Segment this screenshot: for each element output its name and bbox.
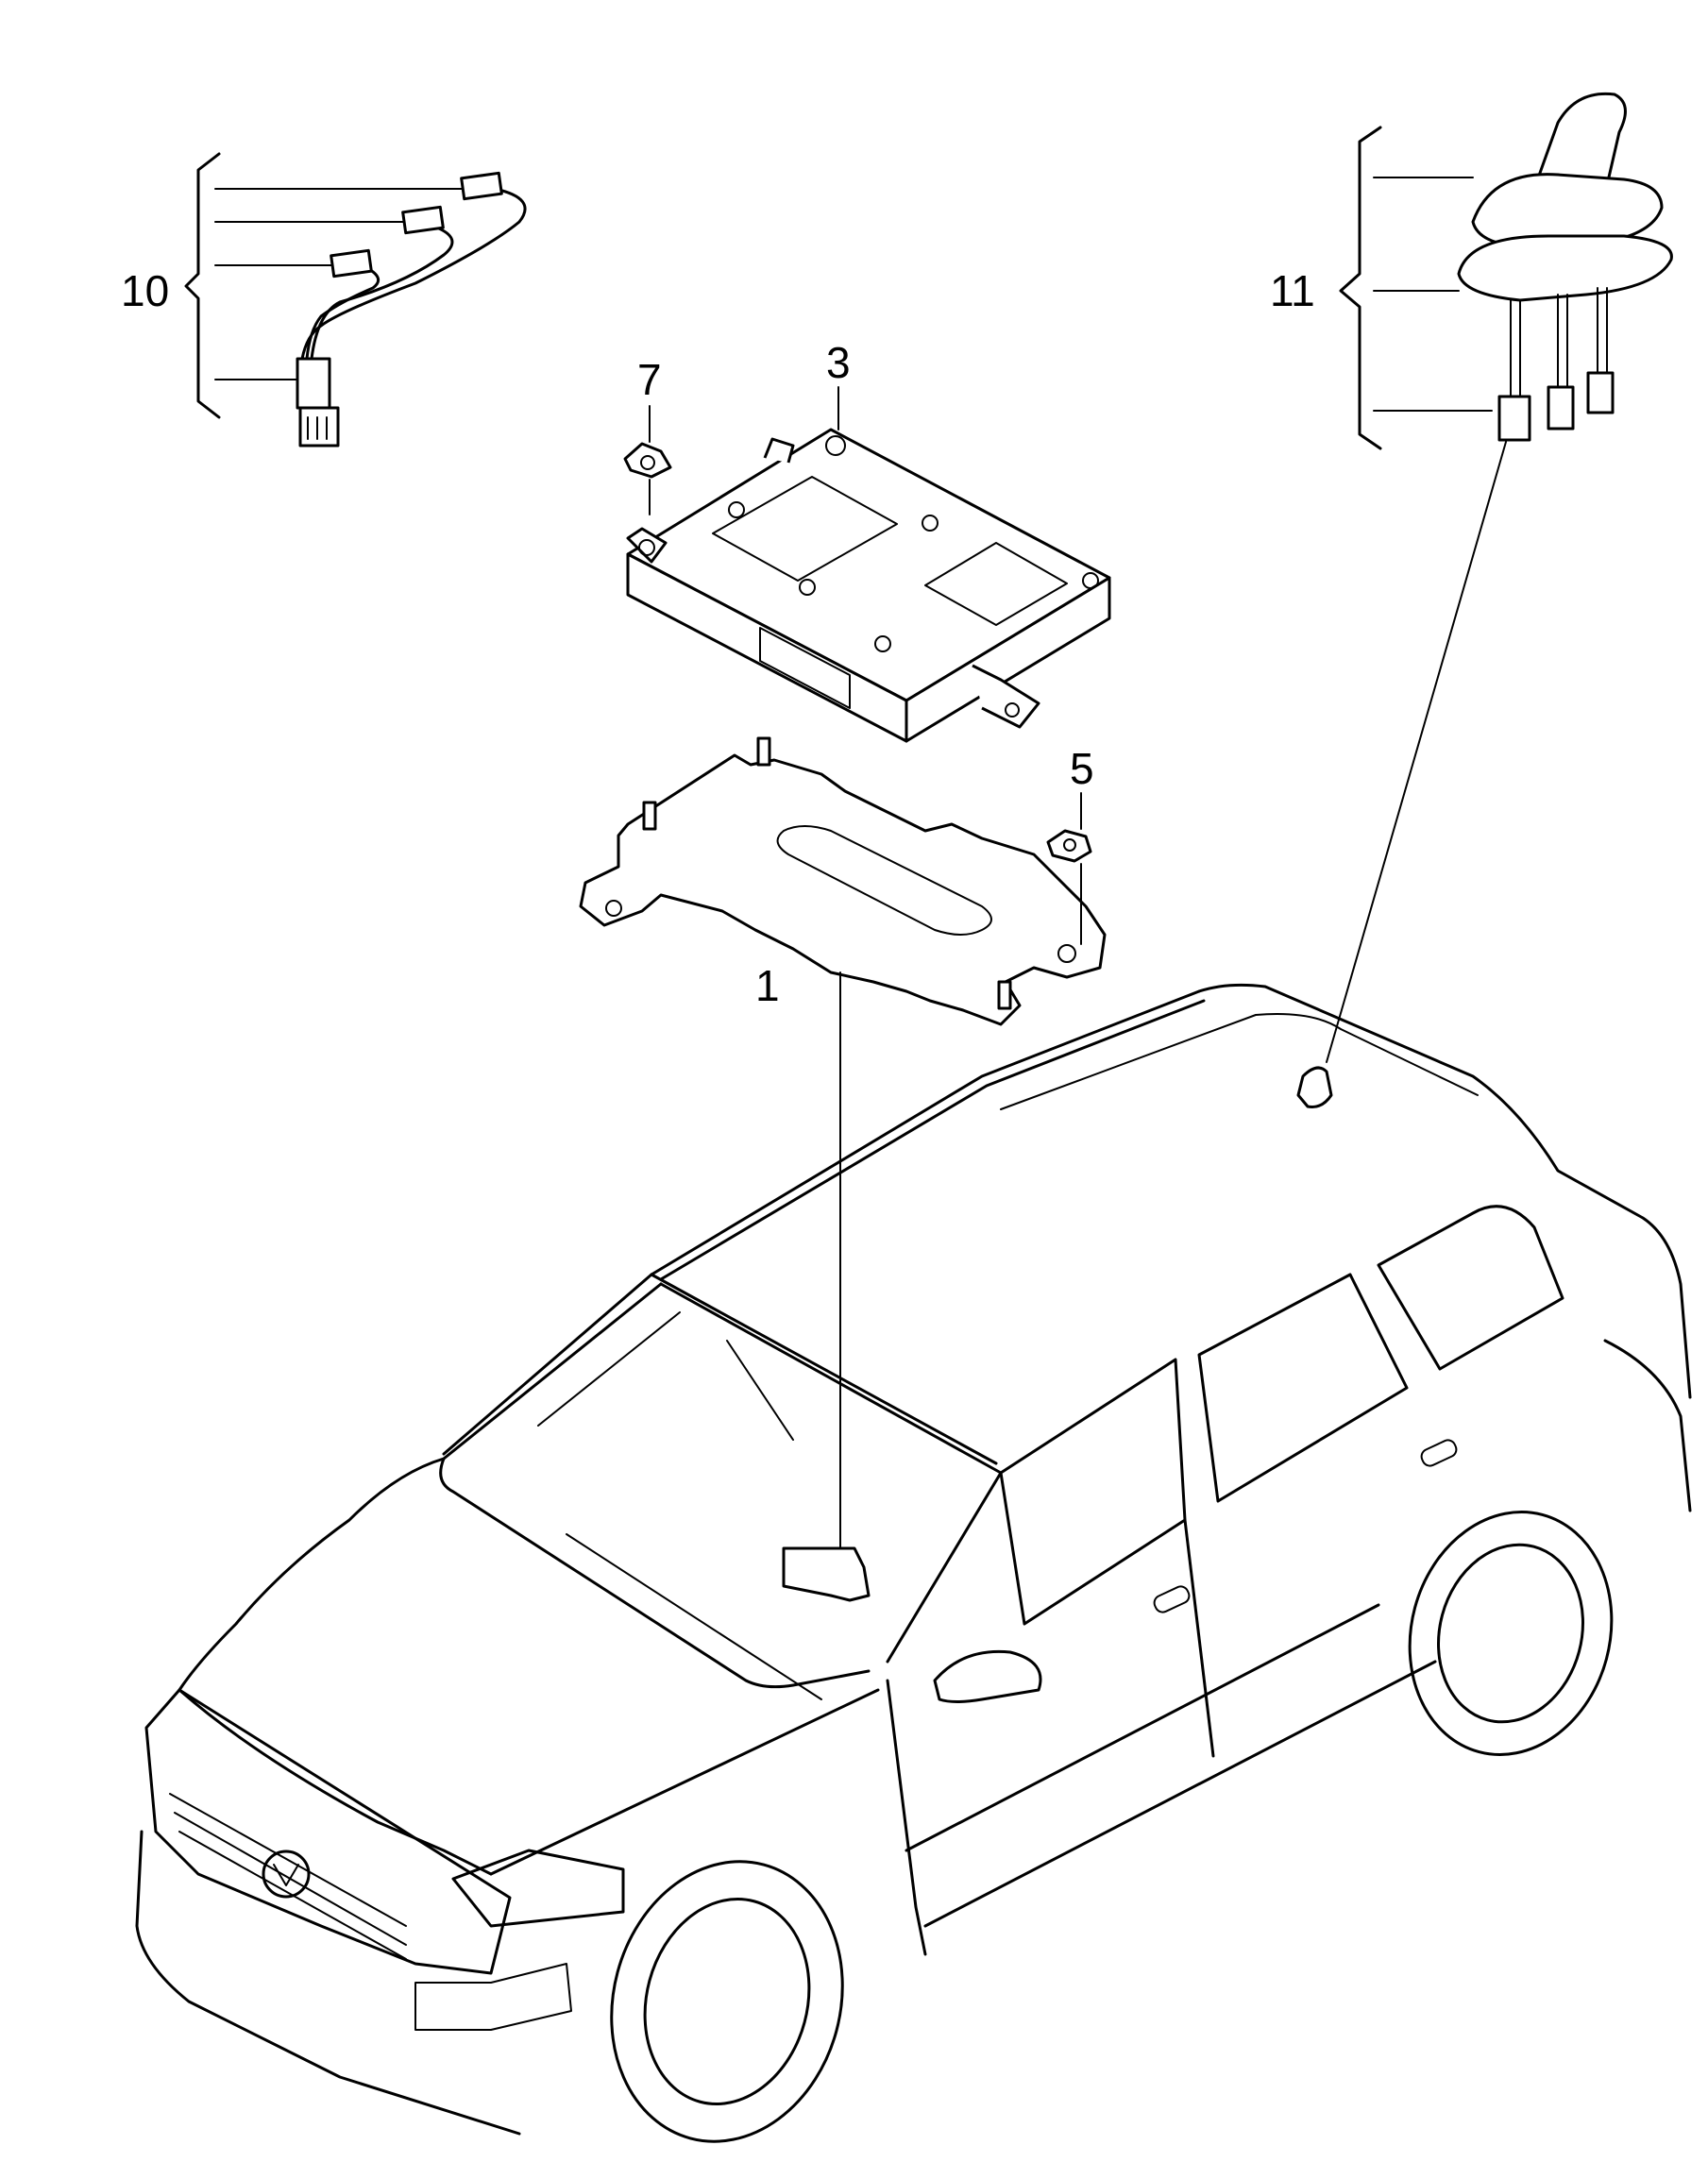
callout-wiring-harness: 10 bbox=[121, 266, 169, 315]
callout-nut: 5 bbox=[1070, 744, 1094, 793]
callout-clip: 7 bbox=[637, 355, 662, 404]
callout-plate: 1 bbox=[755, 961, 780, 1010]
clip bbox=[623, 405, 672, 515]
wiring-harness bbox=[184, 152, 527, 448]
vehicle-outline bbox=[135, 983, 1692, 2143]
nut bbox=[1046, 792, 1092, 945]
callout-roof-antenna: 11 bbox=[1270, 266, 1315, 315]
mounting-plate bbox=[579, 736, 1107, 1549]
callout-control-unit: 3 bbox=[826, 338, 851, 387]
roof-antenna bbox=[1326, 92, 1673, 1063]
control-unit bbox=[626, 428, 1111, 743]
